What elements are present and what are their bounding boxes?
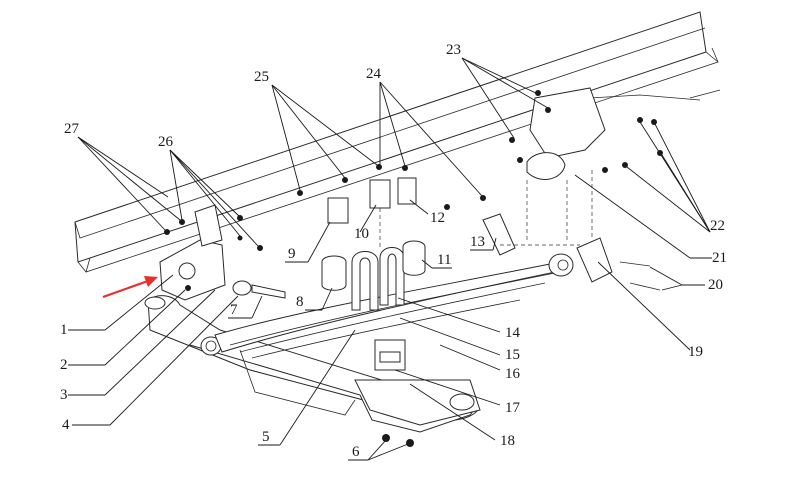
callout-16: 16 xyxy=(505,366,521,382)
callout-21: 21 xyxy=(712,250,727,266)
callout-23: 23 xyxy=(446,42,461,58)
callout-1: 1 xyxy=(60,322,68,338)
callout-19: 19 xyxy=(688,344,703,360)
callout-8: 8 xyxy=(296,294,304,310)
callout-27: 27 xyxy=(64,121,80,137)
u-bolt-assembly xyxy=(321,240,426,363)
callout-26: 26 xyxy=(158,134,174,150)
callout-3: 3 xyxy=(60,387,68,403)
callout-9: 9 xyxy=(288,246,296,262)
red-pointer-arrow xyxy=(102,276,158,299)
callout-11: 11 xyxy=(437,252,451,268)
front-hanger-bracket xyxy=(159,204,286,301)
callout-7: 7 xyxy=(230,302,238,318)
callout-5: 5 xyxy=(262,429,270,445)
alignment-guides xyxy=(379,170,593,250)
callout-labels: 1 2 3 4 5 6 7 8 9 10 11 12 13 14 15 16 1… xyxy=(60,42,727,460)
axle-housing xyxy=(144,295,481,433)
callout-15: 15 xyxy=(505,347,520,363)
callout-14: 14 xyxy=(505,325,521,341)
callout-13: 13 xyxy=(470,234,485,250)
rear-hanger-bracket xyxy=(327,87,661,291)
callout-22: 22 xyxy=(710,218,725,234)
callout-17: 17 xyxy=(505,400,521,416)
callout-20: 20 xyxy=(708,277,723,293)
callout-18: 18 xyxy=(500,433,515,449)
callout-24: 24 xyxy=(366,66,382,82)
frame-rail xyxy=(74,11,721,273)
leader-lines xyxy=(68,57,712,461)
callout-25: 25 xyxy=(254,69,269,85)
callout-4: 4 xyxy=(62,417,70,433)
callout-12: 12 xyxy=(430,210,445,226)
callout-6: 6 xyxy=(352,444,360,460)
leaf-spring xyxy=(214,253,574,371)
callout-2: 2 xyxy=(60,357,68,373)
callout-10: 10 xyxy=(354,226,369,242)
